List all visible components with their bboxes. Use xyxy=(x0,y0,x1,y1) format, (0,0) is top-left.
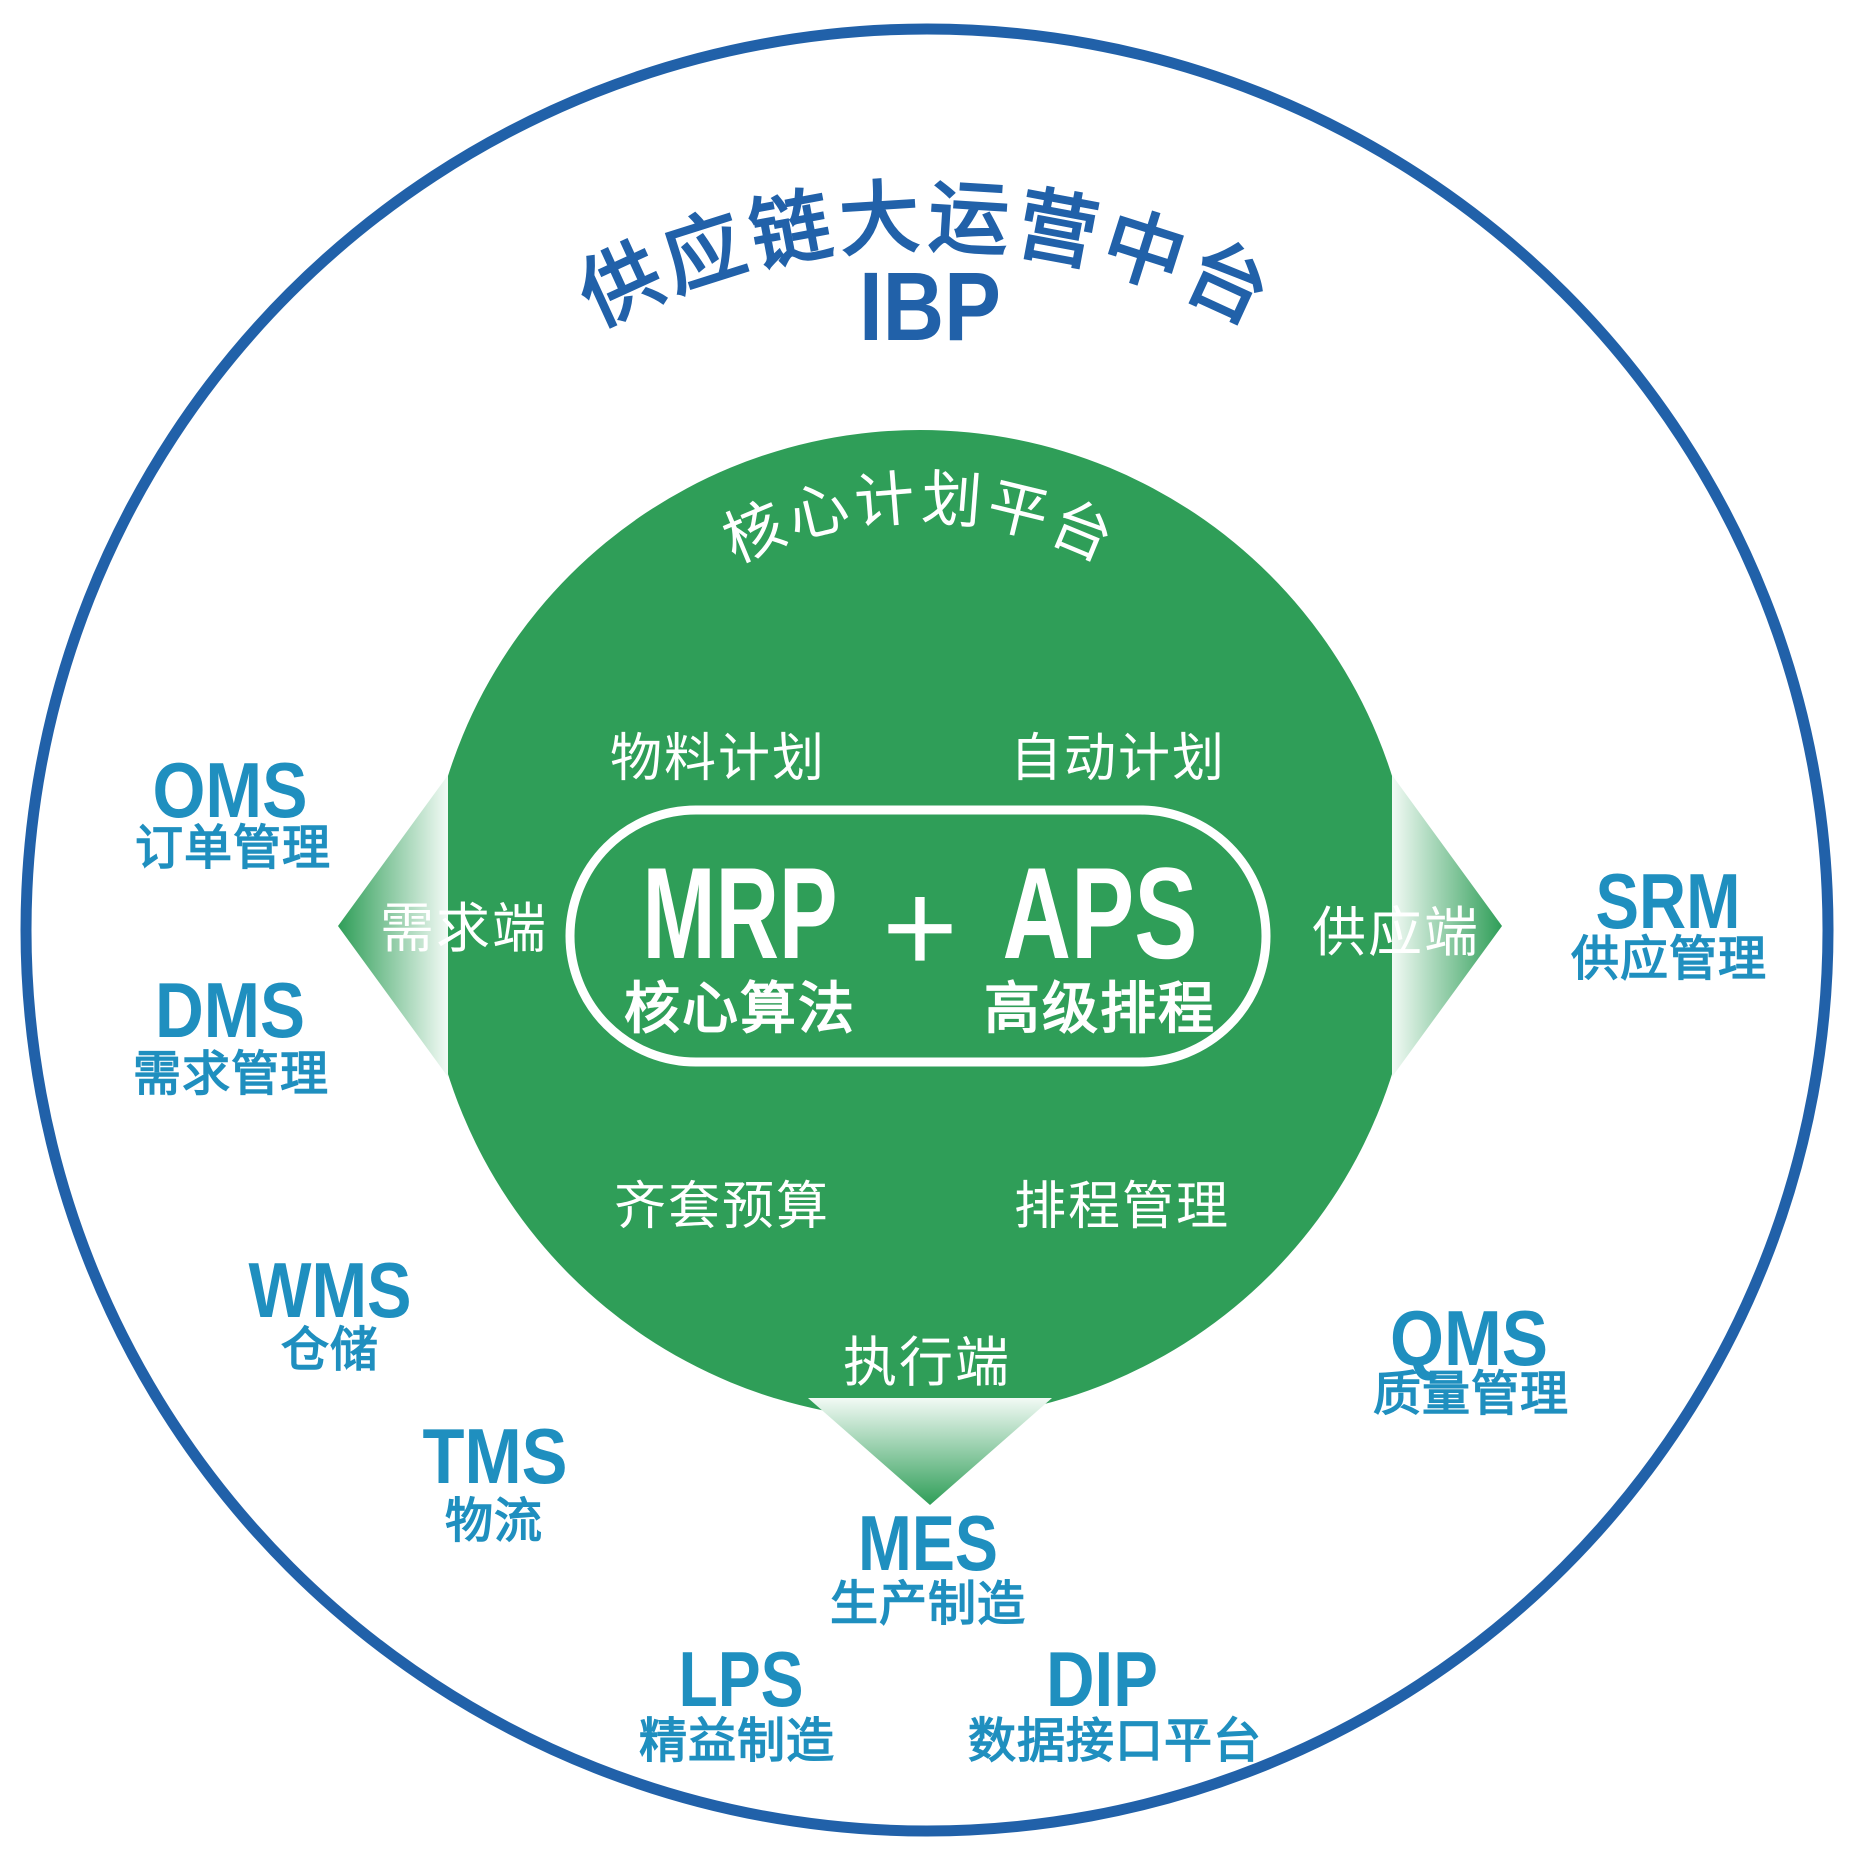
system-oms-label: 订单管理 xyxy=(135,822,331,875)
system-dip: DIP 数据接口平台 xyxy=(968,1635,1262,1768)
outer-ring-circle xyxy=(20,23,1834,1837)
engine-plus-sign: + xyxy=(882,854,958,1000)
demand-arrow-left xyxy=(338,775,448,1077)
system-qms-label: 质量管理 xyxy=(1373,1368,1569,1421)
system-tms: TMS 物流 xyxy=(423,1412,568,1548)
system-mes-label: 生产制造 xyxy=(830,1578,1026,1631)
system-srm-acronym: SRM xyxy=(1596,857,1741,945)
port-supply-label: 供应端 xyxy=(1312,903,1480,963)
system-dip-acronym: DIP xyxy=(1046,1635,1158,1723)
supply-arrow-right xyxy=(1392,775,1502,1077)
system-tms-label: 物流 xyxy=(445,1495,543,1548)
title-acronym-ibp: IBP xyxy=(859,252,1001,361)
engine-mrp-sublabel: 核心算法 xyxy=(624,977,856,1040)
system-oms-acronym: OMS xyxy=(153,746,308,834)
system-wms: WMS 仓储 xyxy=(249,1246,412,1377)
system-wms-acronym: WMS xyxy=(249,1246,412,1334)
module-material-planning: 物料计划 xyxy=(610,730,826,788)
system-srm-label: 供应管理 xyxy=(1571,933,1767,986)
engine-aps-sublabel: 高级排程 xyxy=(984,977,1216,1040)
system-wms-label: 仓储 xyxy=(281,1324,379,1377)
system-lps: LPS 精益制造 xyxy=(639,1635,835,1768)
system-srm: SRM 供应管理 xyxy=(1571,857,1767,986)
system-dms-acronym: DMS xyxy=(155,966,305,1054)
system-lps-acronym: LPS xyxy=(679,1635,804,1723)
engine-stadium-outline xyxy=(565,805,1271,1067)
module-auto-planning: 自动计划 xyxy=(1010,730,1226,788)
system-oms: OMS 订单管理 xyxy=(135,746,331,875)
system-mes: MES 生产制造 xyxy=(830,1499,1026,1631)
system-dip-label: 数据接口平台 xyxy=(968,1715,1262,1768)
port-execution-label: 执行端 xyxy=(843,1333,1011,1393)
engine-aps: APS xyxy=(1003,840,1198,986)
system-dms-label: 需求管理 xyxy=(133,1048,329,1101)
module-kitting-budget: 齐套预算 xyxy=(614,1178,830,1236)
system-qms-acronym: QMS xyxy=(1390,1294,1548,1382)
system-lps-label: 精益制造 xyxy=(639,1715,835,1768)
system-dms: DMS 需求管理 xyxy=(133,966,329,1101)
module-scheduling-management: 排程管理 xyxy=(1014,1178,1230,1236)
engine-mrp: MRP xyxy=(643,840,838,986)
port-demand-label: 需求端 xyxy=(380,899,548,959)
core-planning-circle xyxy=(425,430,1415,1420)
execution-arrow-bottom xyxy=(808,1398,1052,1505)
system-tms-acronym: TMS xyxy=(423,1412,568,1500)
system-mes-acronym: MES xyxy=(858,1499,998,1587)
system-qms: QMS 质量管理 xyxy=(1373,1294,1569,1421)
